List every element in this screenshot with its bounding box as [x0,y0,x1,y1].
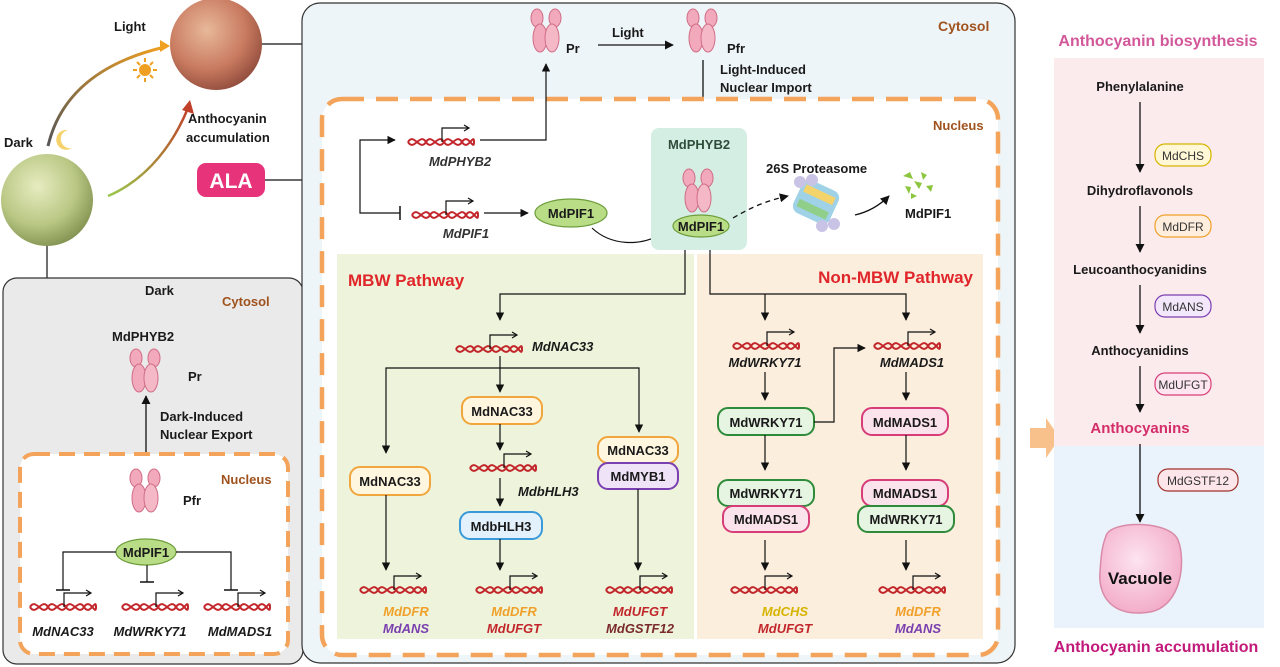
center-nucleus-label: Nucleus [933,118,984,133]
dark-gene-mads1: MdMADS1 [208,624,272,639]
accumulation-label-2: accumulation [186,130,270,145]
nonmbw-gene-mads1: MdMADS1 [880,355,944,370]
mbw-col3-target-gstf12: MdGSTF12 [606,621,675,636]
center-pr-label: Pr [566,41,580,56]
enzyme-gstf12-badge [1157,468,1239,492]
red-apple-image [170,0,262,90]
mbw-gene-bhlh3: MdbHLH3 [518,484,579,499]
nonmbw-col1-target-chs: MdCHS [762,604,809,619]
nonmbw-col1-mads1-label: MdMADS1 [734,512,798,527]
nonmbw-col1-wrky71-label: MdWRKY71 [730,486,803,501]
step-dihydroflavonols: Dihydroflavonols [1087,183,1193,198]
center-cytosol-label: Cytosol [938,18,989,34]
nonmbw-col2-target-dfr: MdDFR [895,604,941,619]
export-label-1: Dark-Induced [160,409,243,424]
mbw-col1-target-ans: MdANS [383,621,430,636]
mbw-col2-target-ufgt: MdUFGT [487,621,542,636]
enzyme-ans-label: MdANS [1162,300,1203,314]
nonmbw-col1-target-ufgt: MdUFGT [758,621,813,636]
mbw-col1-target-dfr: MdDFR [383,604,429,619]
dark-pfr-label: Pfr [183,493,201,508]
dark-label: Dark [4,135,34,150]
degraded-pif1-label: MdPIF1 [905,206,951,221]
accumulation-footer: Anthocyanin accumulation [1054,639,1258,656]
dark-gene-nac33: MdNAC33 [32,624,94,639]
mbw-col3-nac33-label: MdNAC33 [607,443,668,458]
dark-phyb2-label: MdPHYB2 [112,329,174,344]
enzyme-dfr-label: MdDFR [1162,220,1204,234]
step-phenylalanine: Phenylalanine [1096,79,1183,94]
mbw-bhlh3-label: MdbHLH3 [471,519,532,534]
nonmbw-col2-target-ans: MdANS [895,621,942,636]
dark-pr-label: Pr [188,369,202,384]
vacuole-shape [1099,523,1183,614]
vacuole-label: Vacuole [1108,569,1172,588]
mbw-col2-nac33-protein [461,396,543,425]
step-leucoanthocyanidins: Leucoanthocyanidins [1073,262,1207,277]
mbw-col3-myb1-label: MdMYB1 [611,469,666,484]
center-pfr-label: Pfr [727,41,745,56]
accumulation-label-1: Anthocyanin [188,111,267,126]
enzyme-chs-badge [1154,143,1212,167]
nonmbw-pathway-box [697,254,983,639]
mbw-col2-nac33-label: MdNAC33 [471,404,532,419]
export-label-2: Nuclear Export [160,427,253,442]
biosynthesis-title: Anthocyanin biosynthesis [1058,33,1257,50]
gene-pif1-label: MdPIF1 [443,226,489,241]
dark-box-title: Dark [145,283,175,298]
nonmbw-mads1-protein [861,407,949,436]
mbw-bhlh3-protein [459,511,543,540]
enzyme-chs-label: MdCHS [1162,149,1204,163]
complex-phyb2-label: MdPHYB2 [668,137,730,152]
accumulation-arrow [107,107,190,198]
mbw-col2-target-dfr: MdDFR [491,604,537,619]
dark-cytosol-label: Cytosol [222,294,270,309]
dark-nucleus-label: Nucleus [221,472,272,487]
nonmbw-gene-wrky71: MdWRKY71 [729,355,802,370]
nonmbw-title: Non-MBW Pathway [818,268,973,287]
dark-gene-wrky71: MdWRKY71 [114,624,187,639]
transition-arrow [1030,418,1060,458]
mbw-col1-nac33-protein [349,466,431,496]
enzyme-ans-badge [1154,294,1212,318]
pif1-protein-label: MdPIF1 [548,206,594,221]
pif1-protein [534,198,608,228]
enzyme-dfr-badge [1154,214,1212,238]
degraded-pif1-fragments-icon [903,172,933,199]
nonmbw-wrky71-label: MdWRKY71 [730,415,803,430]
light-label: Light [114,19,146,34]
green-apple-image [1,154,93,246]
dark-pif1-label: MdPIF1 [123,545,169,560]
sun-icon [133,58,157,82]
import-label-1: Light-Induced [720,62,806,77]
enzyme-ufgt-badge [1154,372,1212,396]
mbw-title: MBW Pathway [348,271,465,290]
center-light-label: Light [612,25,644,40]
enzyme-ufgt-label: MdUFGT [1158,378,1208,392]
mbw-col3-target-ufgt: MdUFGT [613,604,668,619]
nonmbw-mads1-label: MdMADS1 [873,415,937,430]
import-label-2: Nuclear Import [720,80,812,95]
moon-icon [56,129,72,150]
mbw-gene-nac33: MdNAC33 [532,339,594,354]
proteasome-icon [792,174,840,232]
step-anthocyanins: Anthocyanins [1090,420,1189,437]
nonmbw-col1-mads1 [722,505,810,533]
nonmbw-col2-mads1-label: MdMADS1 [873,486,937,501]
proteasome-label: 26S Proteasome [766,161,867,176]
enzyme-gstf12-label: MdGSTF12 [1167,474,1229,488]
complex-pif1 [672,214,730,238]
complex-pif1-label: MdPIF1 [678,219,724,234]
step-anthocyanidins: Anthocyanidins [1091,343,1189,358]
mbw-col1-nac33-label: MdNAC33 [359,474,420,489]
nonmbw-col2-wrky71 [857,505,955,533]
gene-phyb2-label: MdPHYB2 [429,154,492,169]
light-arrow [46,45,166,147]
ala-badge [197,163,265,197]
ala-label: ALA [209,170,252,193]
nonmbw-col2-wrky71-label: MdWRKY71 [870,512,943,527]
